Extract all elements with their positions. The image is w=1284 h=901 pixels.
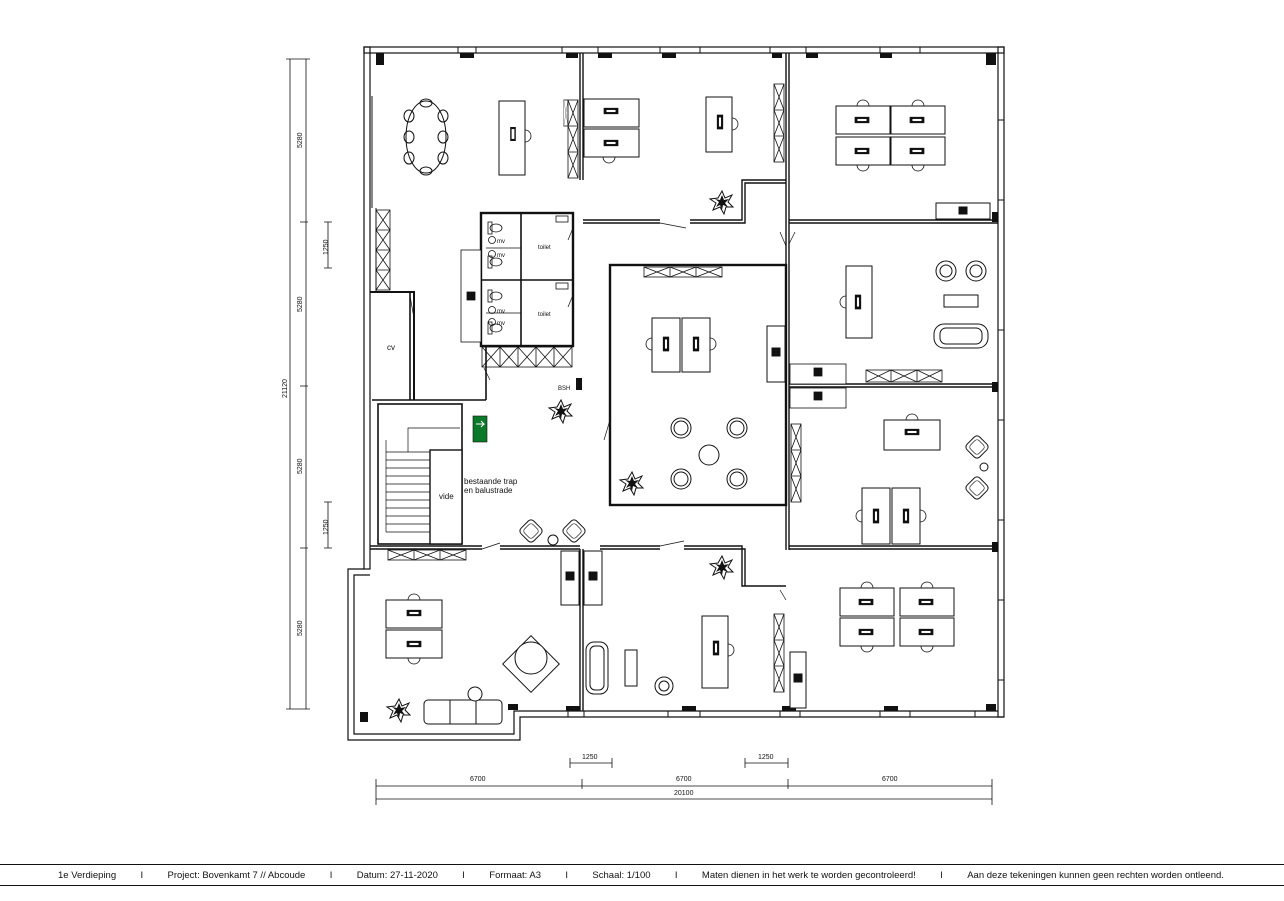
toilets xyxy=(487,215,569,335)
cabinets-sw-top xyxy=(560,550,603,606)
plant-icon xyxy=(709,555,734,580)
toilet-cabinets xyxy=(481,346,573,368)
cv-cabinets xyxy=(375,209,482,343)
outer-walls xyxy=(347,46,1005,741)
cabinets-e1 xyxy=(789,363,943,409)
separator: I xyxy=(565,869,569,881)
desks-sw xyxy=(385,593,443,665)
rights-note: Aan deze tekeningen kunnen geen rechten … xyxy=(967,869,1224,881)
svg-text:6700: 6700 xyxy=(882,776,898,783)
lounge-chair xyxy=(517,517,545,545)
svg-text:6700: 6700 xyxy=(676,776,692,783)
svg-text:1250: 1250 xyxy=(323,239,330,255)
svg-text:1250: 1250 xyxy=(582,754,598,761)
desks-ne xyxy=(835,99,991,220)
round-table-center xyxy=(670,417,748,490)
svg-text:20100: 20100 xyxy=(674,790,694,797)
format-label: Formaat: A3 xyxy=(489,869,542,881)
separator: I xyxy=(940,869,943,881)
svg-text:5280: 5280 xyxy=(297,132,304,148)
wall-blocks xyxy=(360,53,998,722)
vide-label: vide xyxy=(439,492,454,501)
lounge-chair xyxy=(963,474,991,502)
svg-text:21120: 21120 xyxy=(282,379,289,398)
conference-table xyxy=(403,98,449,176)
floor-plan: mv mv mv mv toilet toilet cv vide bestaa… xyxy=(282,46,1005,805)
svg-text:5280: 5280 xyxy=(297,296,304,312)
dimension-lines xyxy=(286,58,993,805)
toilet-label: toilet xyxy=(538,312,551,318)
separator: I xyxy=(140,869,144,881)
exit-sign-icon xyxy=(472,415,488,443)
plant-icon xyxy=(548,399,573,424)
cabinets-e2 xyxy=(790,423,802,503)
separator: I xyxy=(462,869,465,881)
svg-text:1250: 1250 xyxy=(758,754,774,761)
center-cabinet xyxy=(766,325,786,383)
side-table xyxy=(547,534,559,546)
measure-note: Maten dienen in het werk te worden gecon… xyxy=(701,869,916,881)
plant-icon xyxy=(386,698,411,723)
desks-e2 xyxy=(855,413,941,545)
stair-label: bestaande trap xyxy=(464,477,518,486)
lounge-e xyxy=(933,260,989,349)
separator: I xyxy=(674,869,678,881)
mv-label: mv xyxy=(497,309,505,315)
mv-label: mv xyxy=(497,321,505,327)
cabinets-center xyxy=(643,266,723,278)
desk-e1 xyxy=(839,265,873,339)
separator: I xyxy=(329,869,333,881)
toilet-label: toilet xyxy=(538,245,551,251)
interior-walls xyxy=(370,53,998,711)
mv-label: mv xyxy=(497,253,505,259)
lounge-chair xyxy=(560,517,588,545)
round-table-sw xyxy=(502,635,560,693)
cabinets-sw xyxy=(387,549,467,561)
floor-label: 1e Verdieping xyxy=(58,869,117,881)
svg-text:6700: 6700 xyxy=(470,776,486,783)
lounge-chair xyxy=(963,433,991,461)
cabinets-nw xyxy=(567,99,579,179)
cabinets-s xyxy=(773,613,785,693)
svg-text:1250: 1250 xyxy=(323,519,330,535)
cabinets-n xyxy=(773,83,785,163)
desks-center xyxy=(645,317,717,373)
bsh-label: BSH xyxy=(558,386,570,392)
cv-label: cv xyxy=(387,343,395,352)
desks-n xyxy=(583,96,739,164)
stairs xyxy=(385,427,463,545)
desk-nw xyxy=(498,100,532,176)
plant-icon xyxy=(709,190,734,215)
mv-label: mv xyxy=(497,239,505,245)
plant-icon xyxy=(619,471,644,496)
dimension-labels: 5280 1250 5280 5280 1250 5280 21120 1250… xyxy=(282,132,898,797)
svg-text:5280: 5280 xyxy=(297,620,304,636)
date-label: Datum: 27-11-2020 xyxy=(356,869,438,881)
side-table xyxy=(979,462,989,472)
lounge-s xyxy=(585,641,674,696)
desk-s xyxy=(701,615,735,689)
desks-se xyxy=(789,581,955,709)
scale-label: Schaal: 1/100 xyxy=(592,869,651,881)
project-label: Project: Bovenkamt 7 // Abcoude xyxy=(167,869,306,881)
title-block: 1e Verdieping I Project: Bovenkamt 7 // … xyxy=(0,864,1284,886)
stair-label: en balustrade xyxy=(464,486,513,495)
bsh-icon xyxy=(576,378,582,390)
sofa-sw xyxy=(423,686,503,725)
svg-text:5280: 5280 xyxy=(297,458,304,474)
